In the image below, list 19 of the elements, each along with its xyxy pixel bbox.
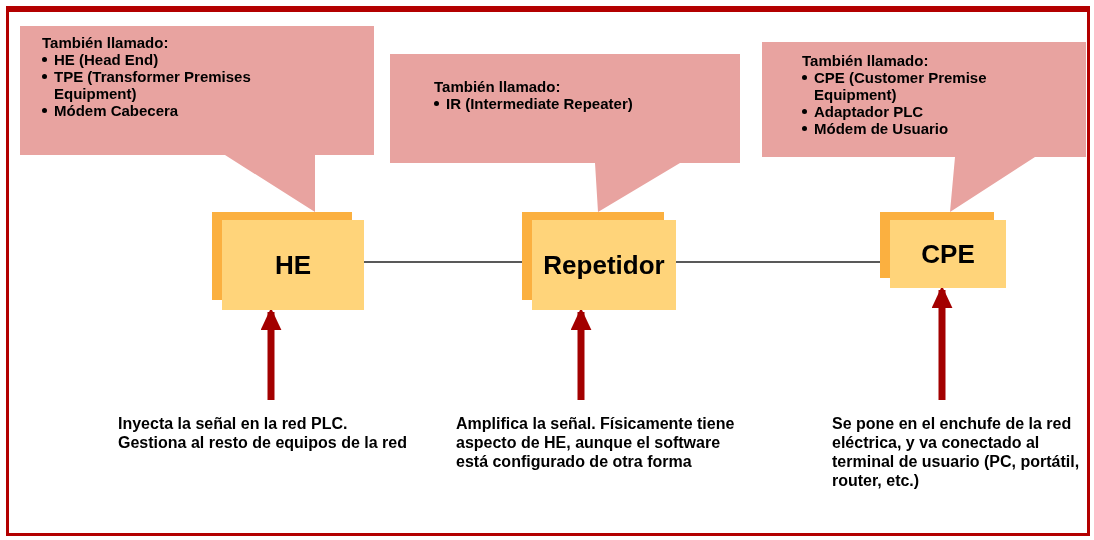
callout-item: Módem de Usuario xyxy=(814,120,949,137)
callout-item: HE (Head End) xyxy=(54,51,159,68)
device-box xyxy=(880,212,1006,288)
callout-heading: También llamado: xyxy=(802,52,929,69)
description-text: Se pone en el enchufe de la red eléctrica, y va conectado al terminal de usuario (PC, portátil, router, etc.) xyxy=(832,414,1081,490)
callout-heading: También llamado: xyxy=(42,34,169,51)
device-label: Repetidor xyxy=(543,248,665,282)
callout-item: TPE (Transformer Premises Equipment) xyxy=(54,68,252,102)
description-text: Inyecta la señal en la red PLC. Gestiona al resto de equipos de la red xyxy=(118,414,408,452)
device-box xyxy=(522,212,676,310)
callout-item: IR (Intermediate Repeater) xyxy=(446,95,633,112)
device-label: CPE xyxy=(921,237,975,271)
callout-item: CPE (Customer Premise Equipment) xyxy=(814,69,988,103)
description-text: Amplifica la señal. Físicamente tiene aspecto de HE, aunque el software está configurado de otra forma xyxy=(456,414,736,471)
device-label: HE xyxy=(274,248,312,282)
device-box xyxy=(212,212,364,310)
callout-item: Adaptador PLC xyxy=(814,103,924,120)
callout-heading: También llamado: xyxy=(434,78,561,95)
callout-item: Módem Cabecera xyxy=(54,102,179,119)
